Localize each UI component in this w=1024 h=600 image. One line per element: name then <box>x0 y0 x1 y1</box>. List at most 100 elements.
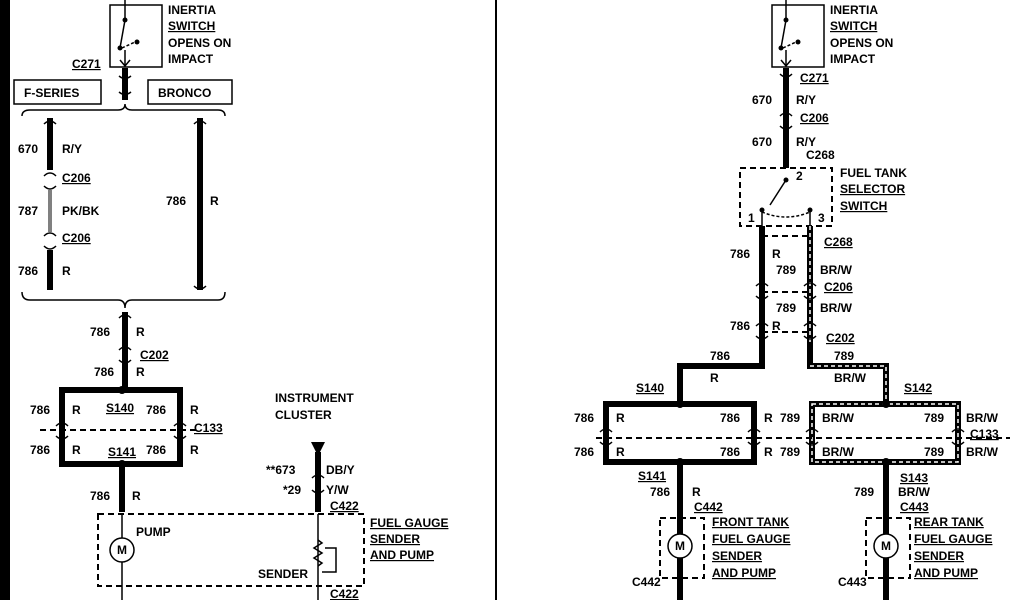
connector-c202-left: C202 <box>140 348 169 362</box>
color-r-a-left: R <box>62 264 71 278</box>
color-pkbk-left: PK/BK <box>62 204 100 218</box>
color-r-e-right: R <box>764 411 773 425</box>
front-label-2: FUEL GAUGE <box>712 532 790 546</box>
color-ry-left: R/Y <box>62 142 82 156</box>
inertia-switch-left <box>109 0 163 68</box>
inertia-label-right-4: IMPACT <box>830 52 876 66</box>
right-diagram: INERTIA SWITCH OPENS ON IMPACT C271 670 … <box>574 0 1010 600</box>
connector-c271-right: C271 <box>800 71 829 85</box>
inertia-label-right-3: OPENS ON <box>830 36 893 50</box>
cluster-label-1: INSTRUMENT <box>275 391 354 405</box>
connector-c271-left: C271 <box>72 57 101 71</box>
rear-label-2: FUEL GAUGE <box>914 532 992 546</box>
selector-label-2: SELECTOR <box>840 182 905 196</box>
wire-670a-right: 670 <box>752 93 772 107</box>
splice-s142-right: S142 <box>904 381 932 395</box>
rear-label-1: REAR TANK <box>914 515 984 529</box>
svg-text:M: M <box>881 539 891 553</box>
cluster-label-2: CLUSTER <box>275 408 332 422</box>
splice-s143-right: S143 <box>900 471 928 485</box>
color-brw-b-right: BR/W <box>820 301 853 315</box>
color-r-h-left: R <box>190 443 199 457</box>
front-label-4: AND PUMP <box>712 566 776 580</box>
connector-c422a-left: C422 <box>330 499 359 513</box>
connector-c133-left: C133 <box>194 421 223 435</box>
splice-s141-right: S141 <box>638 469 666 483</box>
rear-label-3: SENDER <box>914 549 964 563</box>
inertia-label-left-2: SWITCH <box>168 19 215 33</box>
wire-786c-left: 786 <box>90 325 110 339</box>
wire-786b-left: 786 <box>166 194 186 208</box>
fseries-label: F-SERIES <box>24 86 79 100</box>
color-brw-d-right: BR/W <box>822 411 855 425</box>
wire-786d-left: 786 <box>94 365 114 379</box>
splice-s140-left: S140 <box>106 401 134 415</box>
wire-789c-right: 789 <box>834 349 854 363</box>
connector-c443-right: C443 <box>900 500 929 514</box>
selector-label-1: FUEL TANK <box>840 166 907 180</box>
bronco-box <box>147 79 233 105</box>
color-r-c-right: R <box>710 371 719 385</box>
wire-786h-left: 786 <box>146 443 166 457</box>
svg-text:M: M <box>675 539 685 553</box>
wire-786h-right: 786 <box>650 485 670 499</box>
splice-s140-right: S140 <box>636 381 664 395</box>
color-r-i-left: R <box>132 489 141 503</box>
connector-c443b-right: C443 <box>838 575 867 589</box>
selector-label-3: SWITCH <box>840 199 887 213</box>
wire-789h-right: 789 <box>854 485 874 499</box>
gauge-label-left-2: SENDER <box>370 532 420 546</box>
color-r-e-left: R <box>72 403 81 417</box>
gauge-label-left-1: FUEL GAUGE <box>370 516 448 530</box>
connector-c206-right: C206 <box>800 111 829 125</box>
color-ry-a-right: R/Y <box>796 93 816 107</box>
color-r-b-left: R <box>210 194 219 208</box>
connector-c206a-left: C206 <box>62 171 91 185</box>
gauge-label-left-3: AND PUMP <box>370 548 434 562</box>
wire-789a-right: 789 <box>776 263 796 277</box>
color-r-b-right: R <box>772 319 781 333</box>
connector-c268-right: C268 <box>806 148 835 162</box>
inertia-label-left-3: OPENS ON <box>168 36 231 50</box>
color-yw-left: Y/W <box>326 483 349 497</box>
color-r-c-left: R <box>136 325 145 339</box>
wire-789f-right: 789 <box>780 445 800 459</box>
fseries-box <box>13 79 102 105</box>
svg-text:M: M <box>117 543 127 557</box>
wire-789e-right: 789 <box>924 411 944 425</box>
wire-786i-left: 786 <box>90 489 110 503</box>
connector-c202-right: C202 <box>826 331 855 345</box>
wire-786g-right: 786 <box>720 445 740 459</box>
color-r-a-right: R <box>772 247 781 261</box>
wire-789d-right: 789 <box>780 411 800 425</box>
inertia-label-right-2: SWITCH <box>830 19 877 33</box>
color-r-f-right: R <box>616 445 625 459</box>
rear-pump-motor-icon <box>873 533 899 559</box>
color-brw-a-right: BR/W <box>820 263 853 277</box>
selector-pin-3: 3 <box>818 211 825 225</box>
wire-673-left: **673 <box>266 463 296 477</box>
inertia-label-left-4: IMPACT <box>168 52 214 66</box>
connector-c206b-right: C206 <box>824 280 853 294</box>
color-brw-g-right: BR/W <box>966 445 999 459</box>
wire-670-left: 670 <box>18 142 38 156</box>
wire-786a-left: 786 <box>18 264 38 278</box>
wire-670b-right: 670 <box>752 135 772 149</box>
color-r-h-right: R <box>692 485 701 499</box>
front-label-3: SENDER <box>712 549 762 563</box>
inertia-label-right-1: INERTIA <box>830 3 878 17</box>
color-brw-e-right: BR/W <box>966 411 999 425</box>
wire-789b-right: 789 <box>776 301 796 315</box>
color-brw-c-right: BR/W <box>834 371 867 385</box>
sender-label-left: SENDER <box>258 567 308 581</box>
left-edge-bar <box>0 0 10 600</box>
inertia-switch-right <box>771 0 825 68</box>
color-r-g-right: R <box>764 445 773 459</box>
front-tank-box <box>659 517 705 579</box>
color-r-d-right: R <box>616 411 625 425</box>
connector-c442b-right: C442 <box>632 575 661 589</box>
color-brw-f-right: BR/W <box>822 445 855 459</box>
front-label-1: FRONT TANK <box>712 515 789 529</box>
pump-motor-icon <box>109 537 135 563</box>
